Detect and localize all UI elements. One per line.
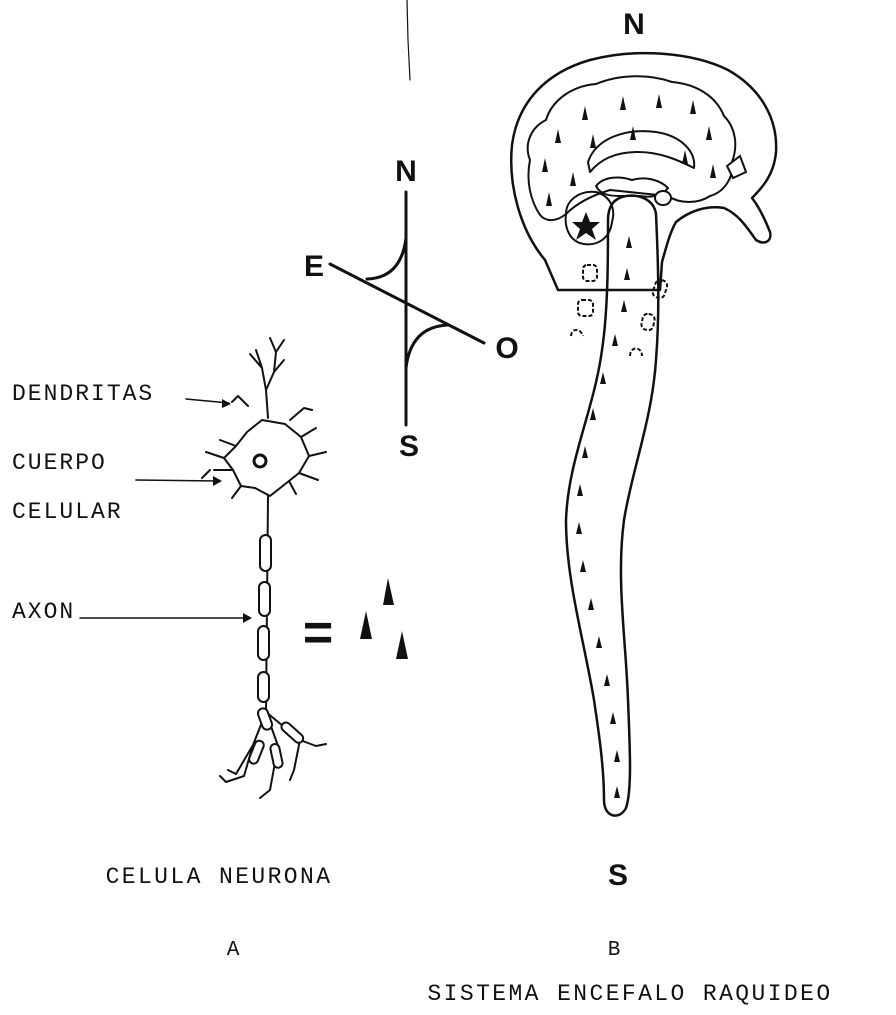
neuron-triangle-symbol <box>610 712 616 724</box>
neuron-triangle-symbol <box>555 129 561 143</box>
neuron-triangle-symbol <box>624 268 630 280</box>
panel-label-b: B <box>608 939 621 962</box>
neuron-triangle-symbol <box>596 636 602 648</box>
myelin-sheath-group <box>258 535 271 702</box>
equals-sign: = <box>303 604 333 662</box>
myelin-terminal-segment <box>280 721 305 745</box>
caption-celula-neurona: CELULA NEURONA <box>106 864 333 890</box>
compass-rose: N S E O <box>304 155 519 463</box>
brain-north-label: N <box>623 8 645 41</box>
neuron-triangle-symbol <box>590 134 596 148</box>
compass-south-label: S <box>399 430 419 463</box>
compass-upper-arc <box>367 238 406 279</box>
myelin-segment <box>258 672 269 702</box>
neuron-triangle-symbol <box>580 560 586 572</box>
compass-lower-arc <box>406 325 449 368</box>
vertebra <box>640 313 655 331</box>
cerebellum <box>566 192 614 245</box>
neuron-triangle-symbol <box>626 236 632 248</box>
neuron-triangle-symbol <box>383 578 394 605</box>
label-axon: AXON <box>12 599 75 625</box>
neuron-triangle-symbol <box>612 334 618 346</box>
leader-dendritas-arrowhead <box>222 399 231 408</box>
vertebra <box>630 349 642 357</box>
neuron-triangle-symbol <box>690 100 696 114</box>
label-dendritas: DENDRITAS <box>12 381 154 407</box>
myelin-terminal-segment <box>270 743 284 768</box>
neuron-triangle-symbol <box>396 631 408 659</box>
compass-north-label: N <box>395 155 417 188</box>
neuron-triangle-symbol <box>542 158 548 172</box>
ventricle-marker <box>727 156 746 178</box>
compass-west-label: O <box>495 332 518 365</box>
neuron-triangle-symbol <box>582 446 588 458</box>
neuron-drawing <box>202 338 326 798</box>
neuron-triangle-symbol <box>588 598 594 610</box>
pituitary-structure <box>655 191 671 205</box>
myelin-segment <box>258 626 269 660</box>
label-cuerpo: CUERPO <box>12 450 107 476</box>
neuron-triangle-symbol <box>577 484 583 496</box>
neuron-nucleus <box>254 455 266 467</box>
neuron-triangle-symbol <box>710 164 716 178</box>
myelin-segment <box>260 535 271 571</box>
neuron-dendrite-top <box>232 338 312 420</box>
neuron-triangle-symbol <box>656 94 662 108</box>
caption-sistema-encefalo-raquideo: SISTEMA ENCEFALO RAQUIDEO <box>427 981 832 1007</box>
vertebra <box>578 300 593 316</box>
neuron-triangle-symbol <box>614 786 620 798</box>
neuron-triangle-symbol <box>604 674 610 686</box>
neuron-triangle-symbol <box>576 522 582 534</box>
neuron-triangle-symbol <box>630 126 636 140</box>
neuron-triangle-symbol <box>600 372 606 384</box>
myelin-segment <box>259 582 270 616</box>
panel-label-a: A <box>227 939 240 962</box>
neuron-triangle-symbol <box>621 300 627 312</box>
vertebra <box>583 265 597 281</box>
neuron-triangle-symbol <box>706 126 712 140</box>
leader-cuerpo-arrowhead <box>213 476 222 486</box>
neuron-triangle-symbol <box>360 611 372 639</box>
neuron-triangle-symbol <box>582 106 588 120</box>
brain-spinal-cord-drawing: N <box>511 8 776 892</box>
neuron-symbol-legend <box>360 578 408 659</box>
brain-south-label: S <box>608 859 628 892</box>
compass-east-label: E <box>304 250 324 283</box>
neuron-triangle-symbol <box>546 192 552 206</box>
neuron-triangle-symbol <box>682 150 688 164</box>
scan-artifact-line <box>407 0 410 80</box>
leader-cuerpo <box>136 480 219 481</box>
neuron-triangle-symbol <box>590 408 596 420</box>
neuron-triangle-symbol <box>614 750 620 762</box>
vertebrae-group <box>571 265 668 356</box>
leader-axon-arrowhead <box>243 613 252 623</box>
neuron-triangle-symbol <box>570 172 576 186</box>
label-celular: CELULAR <box>12 499 123 525</box>
neuron-triangle-symbol <box>620 96 626 110</box>
vertebra <box>571 330 583 336</box>
corpus-callosum <box>588 131 694 172</box>
star-symbol <box>572 212 600 240</box>
cerebrum <box>528 76 736 220</box>
